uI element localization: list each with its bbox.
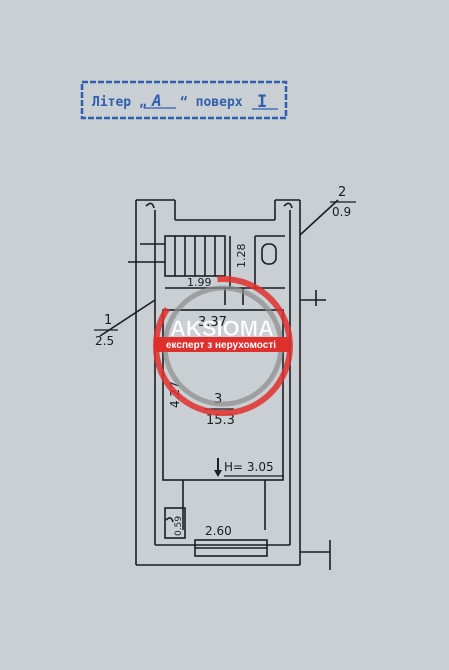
dim-room-width: 3.37 (198, 315, 227, 330)
leader-room-2 (299, 199, 339, 236)
stamp: Літер „ А “ поверх I (80, 80, 288, 120)
hook-2 (283, 202, 293, 209)
room-3-number: 3 (214, 392, 222, 407)
hook-3 (165, 517, 174, 523)
ceiling-height: H= 3.05 (224, 460, 274, 474)
watermark-tagline-bg (154, 337, 289, 352)
watermark: AKSIOMA експерт з нерухомості (153, 276, 293, 416)
dim-lower-width: 2.60 (205, 524, 232, 538)
room-2-area: 0.9 (332, 205, 351, 219)
room-1-area: 2.5 (95, 334, 114, 348)
stamp-prefix: Літер „ (92, 95, 147, 110)
lower-closet (164, 507, 186, 539)
dim-lower-depth: 0.59 (174, 516, 184, 536)
main-room (162, 309, 284, 481)
watermark-tagline: експерт з нерухомості (166, 340, 276, 351)
stamp-border (80, 80, 288, 120)
stamp-floor: I (257, 92, 267, 112)
wc-fixture (261, 243, 277, 265)
plan-labels: 1 2.5 2 0.9 1.99 1.28 3.37 4.27 3 15.3 H… (94, 185, 356, 538)
room-2-number: 2 (338, 185, 346, 200)
dim-stair-width: 1.99 (187, 276, 212, 289)
stamp-letter: А (151, 91, 162, 110)
hook-1 (145, 202, 155, 209)
plan-walls (99, 199, 339, 570)
room-3-area: 15.3 (206, 413, 235, 428)
dim-stair-depth: 1.28 (235, 244, 248, 269)
stamp-suffix: “ поверх (180, 95, 243, 110)
room-1-number: 1 (104, 313, 112, 328)
